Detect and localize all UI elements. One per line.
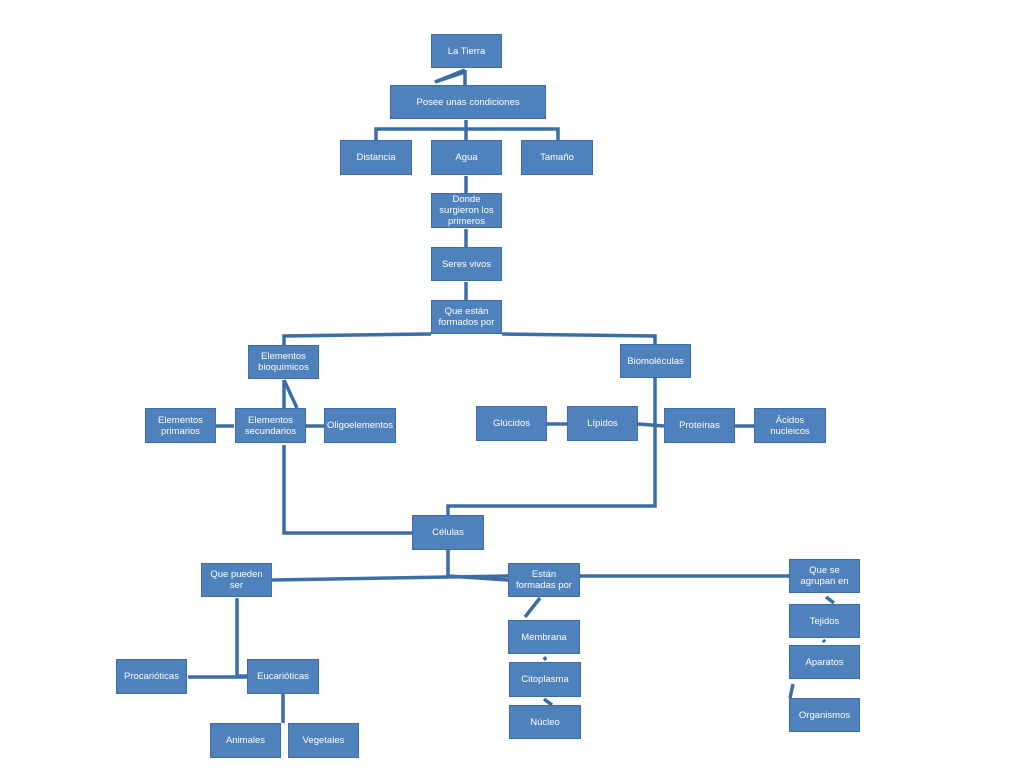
- node-posee-condiciones: Posee unas condiciones: [390, 85, 546, 119]
- node-estan-formadas-por: Están formadas por: [508, 563, 580, 597]
- node-oligoelementos: Oligoelementos: [324, 408, 396, 443]
- node-elementos-secundarios: Elementos secundarios: [235, 408, 306, 443]
- connector: [637, 422, 665, 428]
- connector: [821, 638, 827, 644]
- connector: [542, 656, 548, 661]
- node-organismos: Organismos: [789, 698, 860, 732]
- node-tejidos: Tejidos: [789, 604, 860, 638]
- node-tamano: Tamaño: [521, 140, 593, 175]
- node-agua: Agua: [431, 140, 502, 175]
- node-proteinas: Proteínas: [664, 408, 735, 443]
- node-aparatos: Aparatos: [789, 645, 860, 679]
- node-membrana: Membrana: [508, 620, 580, 654]
- connector: [434, 70, 466, 84]
- node-que-pueden-ser: Que pueden ser: [201, 563, 272, 597]
- node-animales: Animales: [210, 723, 281, 758]
- node-seres-vivos: Seres vivos: [431, 247, 502, 281]
- node-elementos-primarios: Elementos primarios: [145, 408, 216, 443]
- node-elementos-bioquimicos: Elementos bioquímicos: [248, 345, 319, 379]
- connector: [523, 596, 542, 619]
- node-la-tierra: La Tierra: [431, 34, 502, 68]
- connector: [282, 445, 412, 535]
- connector: [282, 379, 299, 409]
- connector: [788, 683, 795, 699]
- node-celulas: Células: [412, 515, 484, 550]
- node-que-se-agrupan: Que se agrupan en: [789, 559, 860, 593]
- connector: [446, 378, 657, 515]
- node-citoplasma: Citoplasma: [509, 662, 581, 697]
- connector: [501, 332, 657, 344]
- node-distancia: Distancia: [340, 140, 412, 175]
- node-biomoleculas: Biomoléculas: [620, 344, 691, 378]
- node-lipidos: Lípidos: [567, 406, 638, 441]
- node-eucarioticas: Eucarióticas: [247, 659, 319, 694]
- connector: [235, 598, 247, 678]
- connector: [282, 332, 432, 345]
- node-procarioticas: Procarióticas: [116, 659, 187, 694]
- node-vegetales: Vegetales: [288, 723, 359, 758]
- node-donde-surgieron: Donde surgieron los primeros: [431, 193, 502, 228]
- node-glucidos: Glúcidos: [476, 406, 547, 441]
- node-nucleo: Núcleo: [509, 705, 581, 739]
- connector: [447, 574, 509, 582]
- node-que-estan-formados: Que están formados por: [431, 300, 502, 334]
- node-acidos-nucleicos: Ácidos nucleicos: [754, 408, 826, 443]
- connector: [542, 697, 554, 707]
- connector: [824, 595, 836, 605]
